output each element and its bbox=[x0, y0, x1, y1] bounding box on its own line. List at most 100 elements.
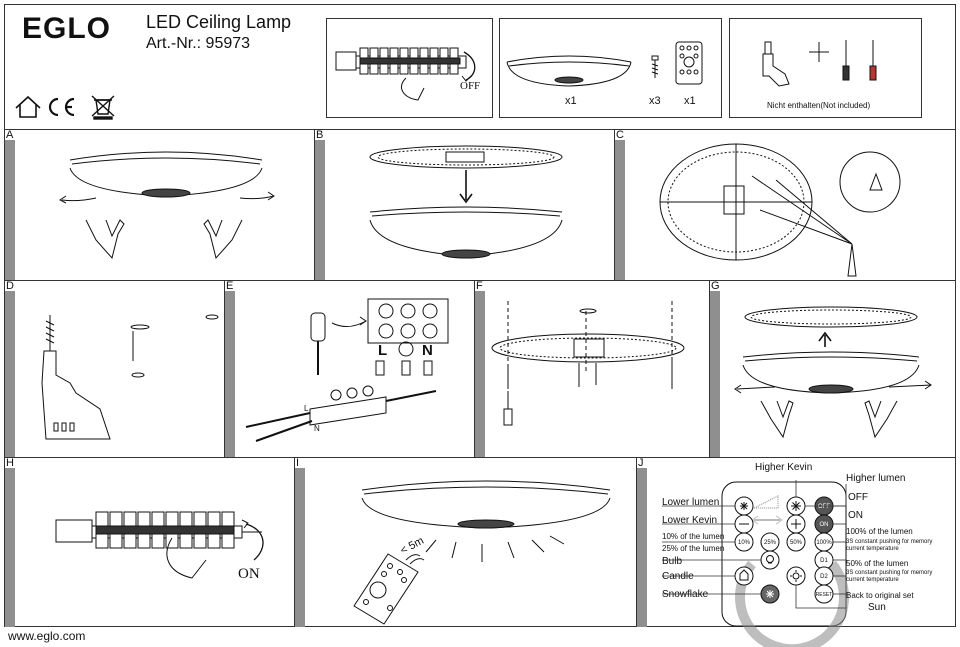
panel-e-illustration: L N L N bbox=[245, 298, 449, 442]
panel-f-illustration bbox=[491, 301, 685, 426]
divider-header bbox=[4, 129, 956, 130]
remote-diagram: OFF ON 10% 25% 50% 100% D1 D2 RESET bbox=[662, 480, 849, 647]
panel-c-illustration bbox=[659, 143, 901, 277]
legend-sun: Sun bbox=[868, 602, 886, 613]
article-number: Art.-Nr.: 95973 bbox=[146, 35, 251, 52]
higher-lumen-icon bbox=[791, 501, 801, 511]
panel-label-e: E bbox=[226, 280, 234, 292]
panel-f-strip bbox=[475, 291, 485, 457]
panel-label-d: D bbox=[6, 280, 14, 292]
earth-icon bbox=[398, 341, 414, 357]
legend-pct100: 100% of the lumen bbox=[846, 527, 913, 536]
package-contents-box bbox=[499, 18, 722, 118]
legend-snowflake: Snowflake bbox=[662, 589, 709, 600]
screwdriver-icon bbox=[310, 312, 326, 375]
legend-lower-kevin: Lower Kevin bbox=[662, 515, 718, 526]
certification-icons bbox=[15, 95, 115, 120]
panel-label-i: I bbox=[296, 457, 300, 469]
circuit-breaker-off-illustration: OFF bbox=[335, 47, 480, 101]
legend-off: OFF bbox=[848, 492, 868, 503]
panel-g-illustration bbox=[734, 306, 932, 439]
panel-b-illustration bbox=[369, 145, 563, 259]
divider-row1 bbox=[4, 280, 956, 281]
divider-row2 bbox=[4, 457, 956, 458]
lamp-qty: x1 bbox=[565, 95, 577, 107]
right-hand bbox=[203, 219, 243, 260]
bulb-button bbox=[760, 550, 780, 570]
panel-g-strip bbox=[710, 291, 720, 457]
panel-a-strip bbox=[5, 140, 15, 280]
d1-label: D1 bbox=[820, 558, 828, 564]
plus-icon bbox=[791, 519, 801, 529]
remote-control-icon bbox=[353, 553, 419, 625]
divider bbox=[474, 280, 475, 457]
on-button-label: ON bbox=[820, 522, 829, 528]
screwdriver-phillips-icon bbox=[869, 40, 877, 81]
pct10-label: 10% bbox=[738, 540, 751, 546]
panel-j-strip bbox=[637, 468, 647, 627]
indoor-house-icon bbox=[15, 95, 41, 118]
pct50-label: 50% bbox=[790, 540, 803, 546]
d2-label: D2 bbox=[820, 574, 828, 580]
panel-label-b: B bbox=[316, 129, 324, 141]
panel-d-illustration bbox=[41, 314, 219, 440]
panel-label-c: C bbox=[616, 129, 624, 141]
panel-c-strip bbox=[615, 140, 625, 280]
legend-on: ON bbox=[848, 510, 863, 521]
divider bbox=[614, 129, 615, 280]
legend-memory-2: 3S constant pushing for memory current t… bbox=[846, 570, 933, 583]
remote-qty: x1 bbox=[684, 95, 696, 107]
legend-pct10: 10% of the lumen bbox=[662, 532, 725, 541]
remote-body bbox=[721, 481, 847, 627]
lower-lumen-icon bbox=[740, 502, 748, 510]
panel-h-illustration: ON bbox=[55, 511, 264, 582]
panel-label-f: F bbox=[476, 280, 483, 292]
divider bbox=[636, 457, 637, 627]
screwdriver-flat-icon bbox=[842, 40, 850, 81]
screw-icon bbox=[651, 55, 659, 78]
legend-bulb: Bulb bbox=[662, 556, 683, 567]
terminal-n-label: N bbox=[422, 342, 433, 359]
off-label: OFF bbox=[460, 80, 480, 92]
pencil-icon bbox=[847, 243, 857, 277]
color-ring bbox=[735, 560, 849, 647]
tools-illustration: Nicht enthalten(Not included) bbox=[762, 40, 877, 110]
page-frame bbox=[4, 4, 956, 627]
weee-bin-icon bbox=[91, 95, 115, 120]
package-contents-illustration: x1 x3 x1 bbox=[506, 41, 703, 107]
candle-icon bbox=[739, 569, 749, 581]
footer-url: www.eglo.com bbox=[8, 629, 86, 643]
distance-label: < 5m bbox=[398, 535, 426, 557]
panel-d-strip bbox=[5, 291, 15, 457]
panel-label-g: G bbox=[711, 280, 720, 292]
legend-lower-lumen: Lower lumen bbox=[662, 497, 720, 508]
pct50-button bbox=[786, 532, 806, 552]
product-name: LED Ceiling Lamp bbox=[146, 12, 292, 32]
legend-pct25: 25% of the lumen bbox=[662, 544, 725, 553]
panel-i-illustration: < 5m bbox=[353, 480, 611, 625]
voltage-tester-icon bbox=[762, 41, 790, 87]
terminal-l-label: L bbox=[378, 342, 387, 359]
pct100-label: 100% bbox=[816, 540, 832, 546]
off-button-label: OFF bbox=[818, 504, 830, 510]
panel-a-illustration bbox=[59, 151, 275, 260]
sun-button bbox=[786, 566, 806, 586]
tools-note: Nicht enthalten(Not included) bbox=[767, 101, 871, 110]
legend-reset: Back to original set bbox=[846, 591, 914, 600]
panel-label-j: J bbox=[638, 457, 644, 469]
reset-label: RESET bbox=[816, 592, 833, 598]
panel-e-strip bbox=[225, 291, 235, 457]
legend-pct50: 50% of the lumen bbox=[846, 559, 909, 568]
wire-n-label: N bbox=[314, 424, 320, 433]
pct25-label: 25% bbox=[764, 540, 777, 546]
snowflake-icon bbox=[766, 590, 774, 598]
panel-h-strip bbox=[5, 468, 15, 627]
left-hand bbox=[85, 219, 125, 260]
screw-qty: x3 bbox=[649, 95, 661, 107]
on-label: ON bbox=[238, 566, 260, 582]
divider bbox=[224, 280, 225, 457]
divider bbox=[314, 129, 315, 280]
panel-label-a: A bbox=[6, 129, 14, 141]
legend-higher-kevin: Higher Kevin bbox=[755, 462, 813, 473]
sun-icon bbox=[792, 572, 800, 580]
